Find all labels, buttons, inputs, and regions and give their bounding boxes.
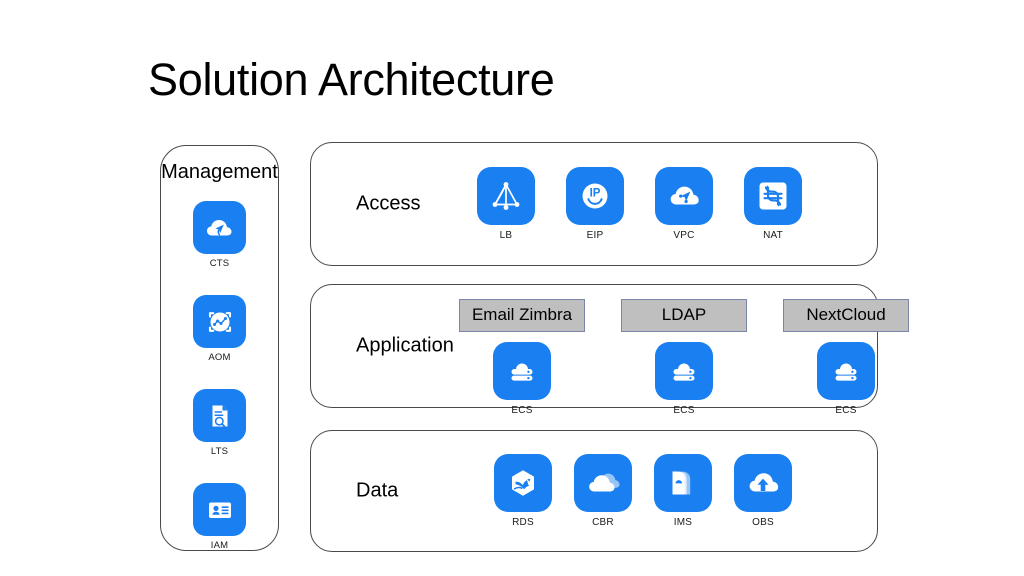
service-label: NAT <box>763 230 783 241</box>
database-dolphin-icon <box>494 454 552 512</box>
service-label: EIP <box>586 230 604 241</box>
id-card-icon <box>193 483 246 536</box>
nat-gateway-icon <box>744 167 802 225</box>
management-panel: Management CTS <box>160 145 279 551</box>
app-chip[interactable]: NextCloud <box>783 299 909 332</box>
service-tile-ims[interactable]: IMS <box>654 454 712 528</box>
app-group-ldap: LDAP ECS <box>621 299 747 416</box>
service-label: LTS <box>210 446 229 457</box>
management-panel-title: Management <box>161 161 278 183</box>
service-label: ECS <box>673 405 695 416</box>
service-tile-lb[interactable]: LB <box>477 167 535 241</box>
cloud-backup-icon <box>574 454 632 512</box>
data-icon-row: RDS CBR IMS <box>494 454 792 528</box>
ecs-server-icon <box>655 342 713 400</box>
service-tile-vpc[interactable]: VPC <box>655 167 713 241</box>
service-label: AOM <box>208 352 231 363</box>
management-icon-stack: CTS AOM <box>161 201 278 551</box>
service-tile-ecs[interactable]: ECS <box>655 342 713 416</box>
load-balancer-icon <box>477 167 535 225</box>
service-tile-cbr[interactable]: CBR <box>574 454 632 528</box>
ecs-server-icon <box>493 342 551 400</box>
service-label: ECS <box>835 405 857 416</box>
service-label: VPC <box>673 230 695 241</box>
service-tile-aom[interactable]: AOM <box>193 295 246 363</box>
application-panel: Application Email Zimbra ECS L <box>310 284 909 416</box>
service-tile-cts[interactable]: CTS <box>193 201 246 269</box>
access-row-label: Access <box>356 192 421 215</box>
vpc-cloud-icon <box>655 167 713 225</box>
service-tile-lts[interactable]: LTS <box>193 389 246 457</box>
service-label: CTS <box>209 258 230 269</box>
service-tile-ecs[interactable]: ECS <box>493 342 551 416</box>
application-group-row: Email Zimbra ECS LDAP <box>459 299 909 416</box>
service-label: ECS <box>511 405 533 416</box>
service-label: LB <box>499 230 513 241</box>
app-chip[interactable]: Email Zimbra <box>459 299 585 332</box>
service-tile-obs[interactable]: OBS <box>734 454 792 528</box>
log-document-search-icon <box>193 389 246 442</box>
service-tile-rds[interactable]: RDS <box>494 454 552 528</box>
elastic-ip-icon: IP <box>566 167 624 225</box>
data-panel: Data RDS CBR <box>310 430 878 552</box>
app-group-email-zimbra: Email Zimbra ECS <box>459 299 585 416</box>
image-service-icon <box>654 454 712 512</box>
access-icon-row: LB IP EIP VPC <box>477 167 802 241</box>
service-label: OBS <box>752 517 774 528</box>
service-tile-iam[interactable]: IAM <box>193 483 246 551</box>
svg-text:IP: IP <box>590 188 601 200</box>
service-label: RDS <box>512 517 534 528</box>
page-title: Solution Architecture <box>148 54 555 105</box>
service-label: IAM <box>210 540 229 551</box>
service-tile-ecs[interactable]: ECS <box>817 342 875 416</box>
service-tile-eip[interactable]: IP EIP <box>566 167 624 241</box>
service-label: CBR <box>592 517 614 528</box>
service-label: IMS <box>673 517 693 528</box>
object-storage-upload-icon <box>734 454 792 512</box>
cloud-trace-icon <box>193 201 246 254</box>
application-row-label: Application <box>356 334 454 357</box>
data-row-label: Data <box>356 479 399 502</box>
app-group-nextcloud: NextCloud ECS <box>783 299 909 416</box>
monitor-chart-icon <box>193 295 246 348</box>
service-tile-nat[interactable]: NAT <box>744 167 802 241</box>
ecs-server-icon <box>817 342 875 400</box>
access-panel: Access LB IP <box>310 142 878 266</box>
app-chip[interactable]: LDAP <box>621 299 747 332</box>
